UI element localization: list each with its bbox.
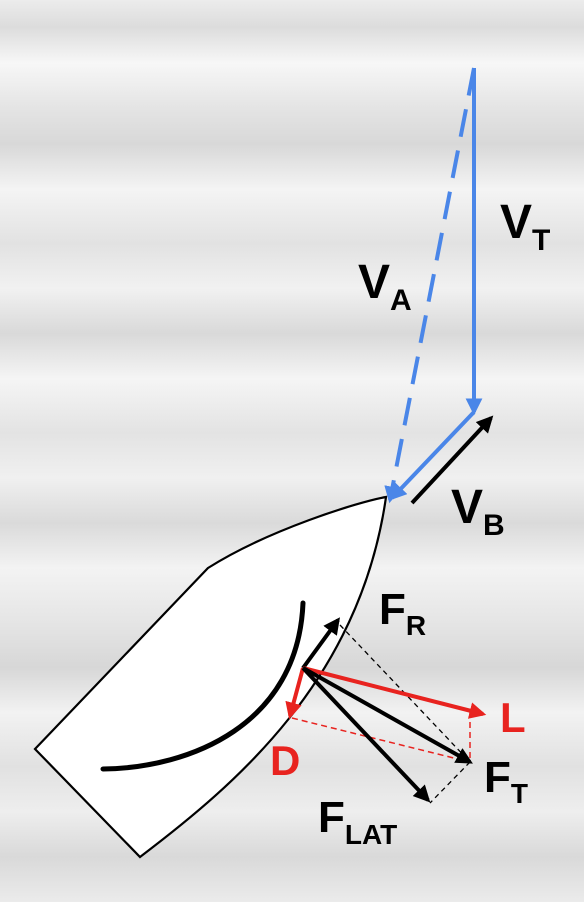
lift-arrow — [302, 666, 487, 719]
label-d: D — [270, 737, 300, 784]
apparent-wind-vector-arrow — [384, 67, 476, 504]
total-force-arrow — [302, 666, 473, 764]
boat-velocity-blue-arrow — [389, 410, 476, 501]
label-l: L — [500, 694, 526, 741]
drag-arrow — [285, 667, 305, 720]
boat-velocity-arrow — [410, 415, 494, 505]
label-vt: VT — [500, 196, 550, 257]
label-va: VA — [358, 256, 412, 317]
construction-line-ft-flat — [429, 761, 471, 804]
label-flat: FLAT — [318, 793, 397, 850]
construction-line-d-ft — [291, 717, 471, 763]
label-vb: VB — [451, 481, 505, 542]
resultant-force-arrow — [301, 617, 340, 670]
lateral-force-arrow — [301, 666, 431, 803]
label-ft: FT — [484, 753, 528, 809]
label-fr: FR — [379, 585, 426, 641]
sail-curve — [100, 600, 306, 772]
